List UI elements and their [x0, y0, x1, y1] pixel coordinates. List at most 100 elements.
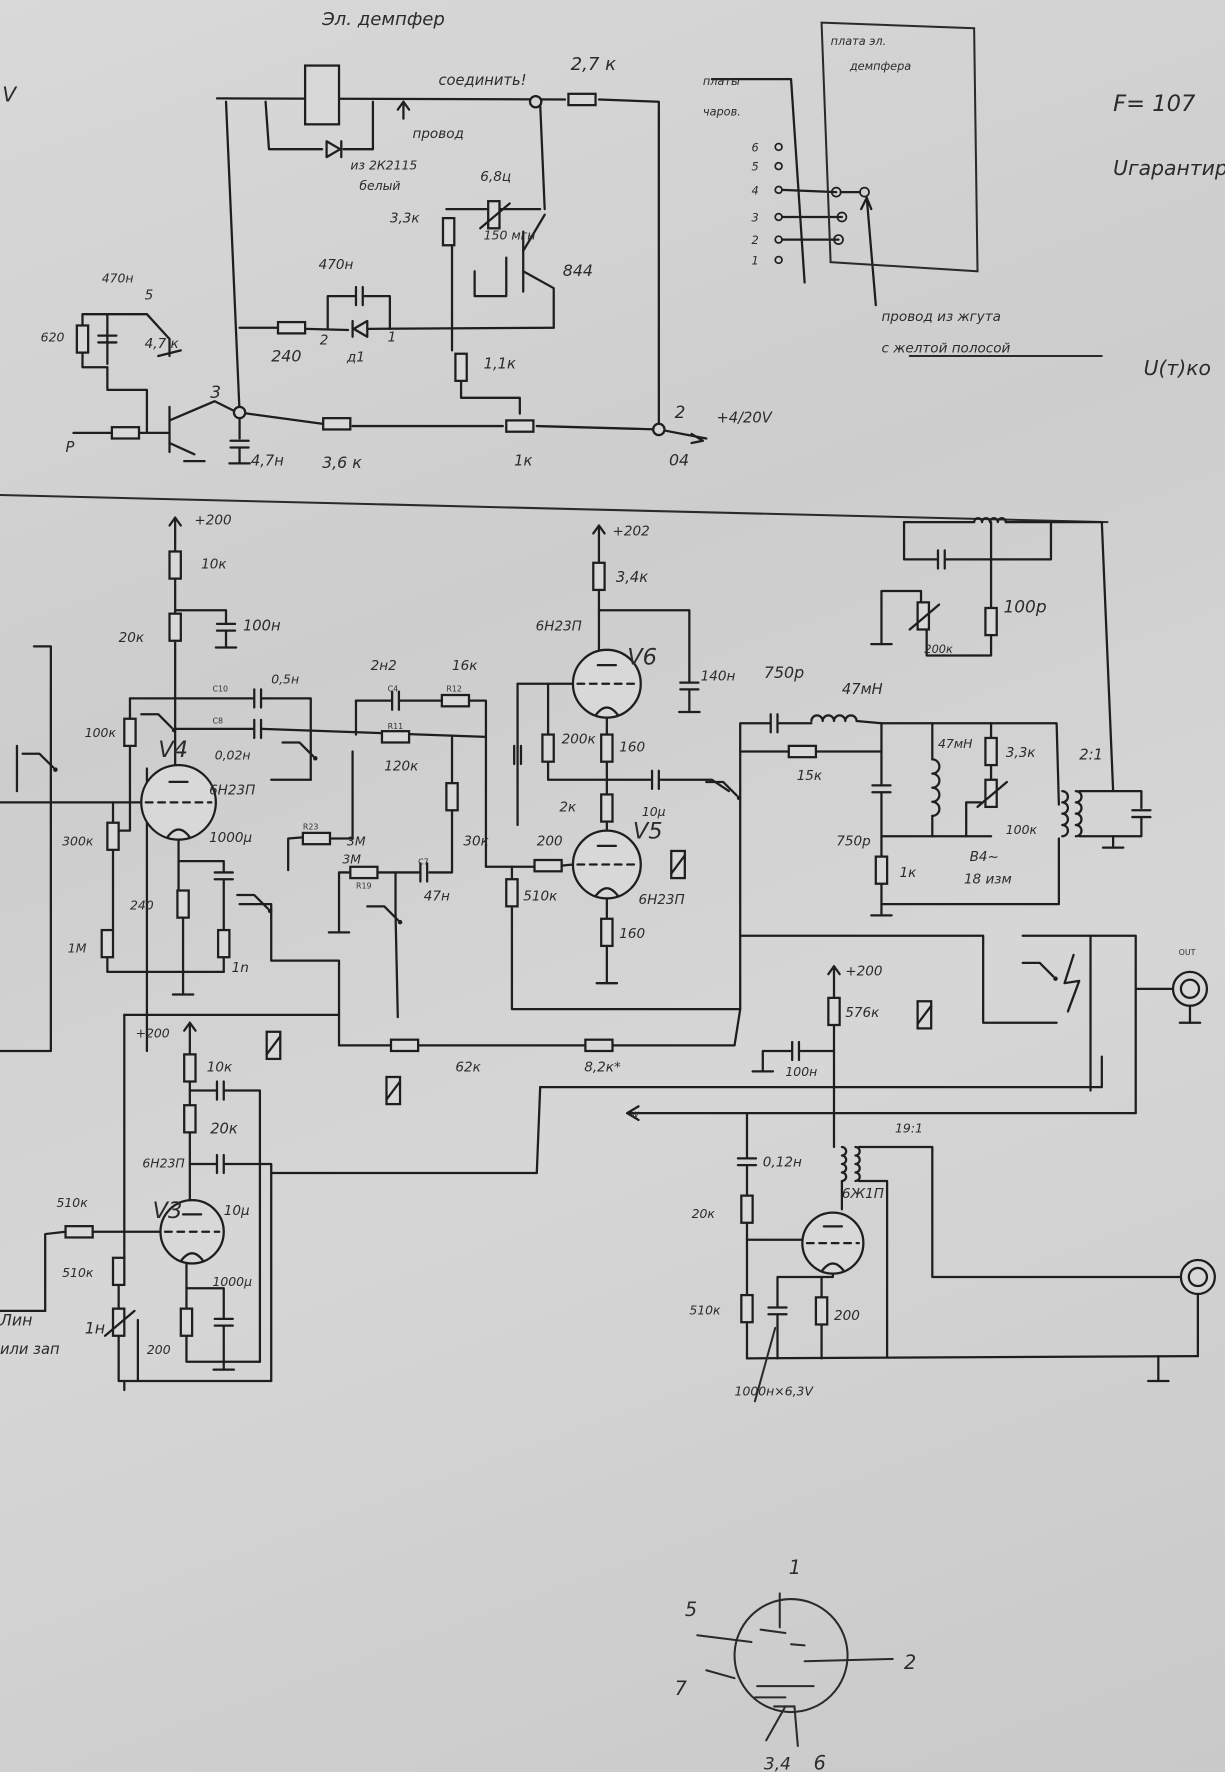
wire: [1021, 934, 1092, 1092]
wire: [539, 1055, 1103, 1089]
label-c750p: 750р: [836, 833, 870, 849]
wire: [367, 326, 555, 331]
resistor: [592, 561, 606, 592]
switch-terminal: [313, 756, 318, 761]
label-pp2: 2: [904, 1651, 916, 1674]
capacitor: [215, 1080, 225, 1101]
label-r34: 3,4к: [616, 569, 648, 586]
jack-center: [1187, 1266, 1209, 1288]
label-r10: 10к: [201, 556, 227, 572]
capacitor: [391, 690, 401, 711]
label-r160: 160: [619, 740, 645, 756]
label-c10ub: 10μ: [224, 1203, 250, 1219]
capacitor: [791, 1040, 801, 1062]
label-t6n23: 6Н23П: [209, 782, 255, 798]
resistor: [168, 550, 182, 580]
switch-contact: [21, 752, 55, 769]
label-c1000b: 1000μ: [212, 1274, 252, 1289]
label-wire_note2: из 2К2115: [350, 158, 417, 173]
wire: [111, 744, 132, 832]
wire: [261, 727, 488, 738]
wire: [522, 270, 555, 329]
potentiometer: [916, 601, 931, 631]
resistor: [787, 744, 818, 759]
resistor: [106, 821, 120, 851]
label-pp1: 1: [789, 1556, 801, 1579]
relay-coil: [303, 64, 341, 126]
wire: [765, 1705, 799, 1748]
wire: [168, 400, 239, 422]
label-c470: 470н: [319, 257, 354, 273]
label-ut: U(т)ко: [1144, 356, 1211, 380]
label-r100: 100к: [85, 725, 117, 740]
label-lim1: Лин: [0, 1311, 33, 1330]
inductor: [840, 1145, 848, 1183]
label-c1000: 1000μ: [209, 830, 252, 846]
capacitor: [679, 681, 700, 691]
label-r160b: 160: [619, 926, 645, 942]
wire: [185, 1334, 262, 1363]
capacitor: [213, 1317, 234, 1327]
label-l47: 47мН: [842, 681, 883, 698]
wire: [117, 1334, 273, 1383]
label-c05: 0,5н: [271, 672, 299, 687]
resistor: [445, 782, 459, 812]
wire: [546, 760, 608, 781]
label-r20kb: 20к: [210, 1120, 238, 1137]
wire: [857, 1179, 889, 1358]
wire: [902, 520, 938, 561]
damper-board-outline: [820, 21, 979, 273]
label-out: OUT: [1179, 948, 1196, 957]
resistor: [541, 733, 555, 763]
label-c470b: 470н: [102, 271, 134, 286]
resistor: [984, 736, 998, 767]
wire: [44, 1230, 67, 1313]
resistor: [176, 889, 190, 919]
switch-contact: [281, 741, 315, 758]
wire: [803, 1657, 894, 1663]
wire: [859, 196, 873, 211]
label-c1000c: 1000н×6,3V: [735, 1384, 815, 1399]
capacitor: [650, 769, 660, 790]
wire: [510, 789, 742, 1011]
inductor: [854, 1145, 861, 1183]
relay-slash: [265, 1035, 282, 1056]
tube-cathode: [820, 1262, 846, 1273]
label-r10kb: 10к: [207, 1059, 233, 1075]
label-lim2: или зап: [0, 1341, 60, 1358]
wire: [362, 294, 392, 331]
label-pp5: 5: [685, 1598, 697, 1621]
pin-terminal: [830, 186, 842, 198]
wire: [328, 750, 354, 840]
potentiometer-arrow: [908, 603, 941, 631]
resistor: [584, 1038, 614, 1053]
label-r240b: 240: [130, 898, 154, 913]
label-r16: 16к: [452, 658, 478, 674]
label-C10: C10: [212, 685, 228, 694]
label-demp1: плата эл.: [831, 35, 887, 48]
label-p: P: [66, 439, 75, 456]
label-pin5: 5: [751, 161, 758, 174]
wire: [597, 98, 660, 431]
capacitor: [871, 784, 892, 794]
wire: [880, 837, 1061, 906]
switch-terminal: [736, 795, 742, 801]
label-r27: 2,7 к: [571, 54, 616, 75]
resistor: [179, 1307, 194, 1337]
label-r200b: 200: [147, 1342, 171, 1357]
capacitor: [767, 1306, 788, 1316]
inductor: [931, 758, 941, 818]
wire: [473, 256, 508, 298]
label-t6n23b: 6Н23П: [536, 619, 582, 635]
label-c750: 750р: [764, 663, 804, 682]
label-r100k: 100к: [1006, 822, 1038, 837]
label-wire_note3: белый: [359, 178, 400, 193]
pin-terminal: [774, 255, 783, 265]
wire: [223, 1162, 273, 1383]
label-c100: 100н: [243, 618, 281, 635]
label-R12: R12: [446, 685, 462, 694]
wire: [81, 313, 109, 366]
switch-contact: [705, 780, 738, 797]
label-r36: 3,6 к: [322, 453, 362, 472]
